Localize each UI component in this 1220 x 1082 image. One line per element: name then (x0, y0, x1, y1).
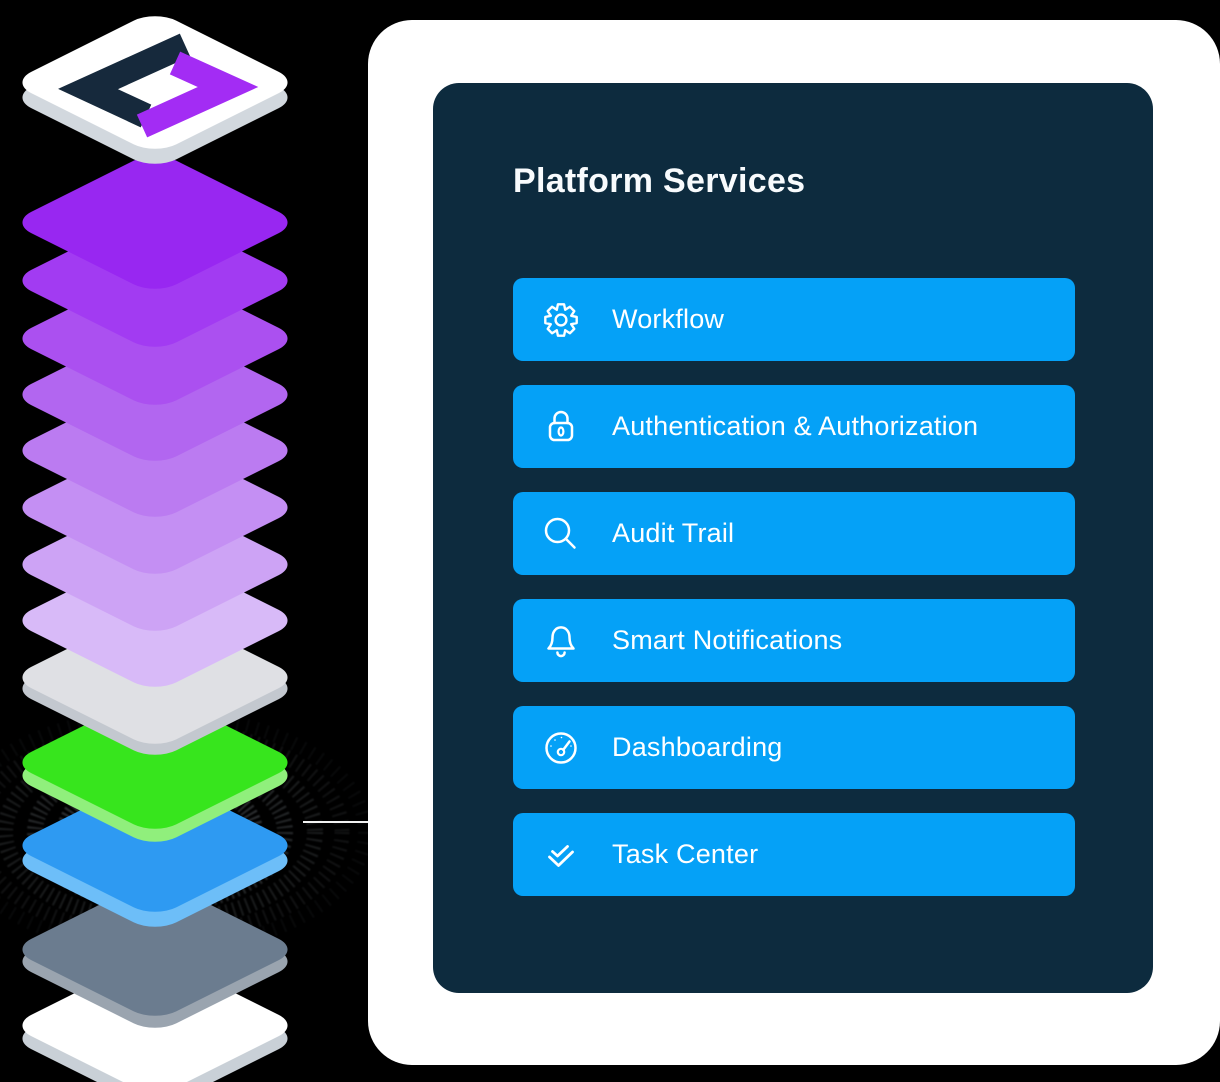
stack-layer-green (22, 696, 288, 842)
gear-icon (541, 300, 581, 340)
services-card: Platform Services Workflow (368, 20, 1220, 1065)
lock-icon (541, 407, 581, 447)
stack-layer-slate (22, 883, 288, 1028)
service-button-label: Smart Notifications (612, 625, 843, 655)
bell-icon (541, 621, 581, 661)
service-button-label: Workflow (612, 304, 725, 334)
blue-layer-connector-line (303, 821, 373, 823)
layer-stack-illustration (0, 16, 370, 1082)
service-button-audit-trail[interactable]: Audit Trail (513, 492, 1075, 575)
service-button-label: Audit Trail (612, 518, 735, 548)
services-panel: Platform Services Workflow (433, 83, 1153, 993)
service-button-label: Authentication & Authorization (612, 411, 979, 441)
brand-logo (58, 33, 259, 138)
panel-title: Platform Services (513, 162, 806, 200)
brand-logo-purple-bracket (136, 51, 259, 138)
service-button-task-center[interactable]: Task Center (513, 813, 1075, 896)
brand-logo-dark-bracket (58, 33, 191, 128)
stack-layer-purple-1 (22, 156, 288, 289)
gauge-icon (541, 728, 581, 768)
service-button-dashboarding[interactable]: Dashboarding (513, 706, 1075, 789)
service-button-workflow[interactable]: Workflow (513, 278, 1075, 361)
service-button-authentication[interactable]: Authentication & Authorization (513, 385, 1075, 468)
stack-layer-logo-tile (22, 16, 288, 164)
service-button-label: Task Center (612, 839, 759, 869)
service-button-label: Dashboarding (612, 732, 783, 762)
services-button-list: Workflow Authentication & Authorization (513, 278, 1075, 896)
double-check-icon (541, 835, 581, 875)
service-button-smart-notifications[interactable]: Smart Notifications (513, 599, 1075, 682)
magnifier-icon (541, 514, 581, 554)
